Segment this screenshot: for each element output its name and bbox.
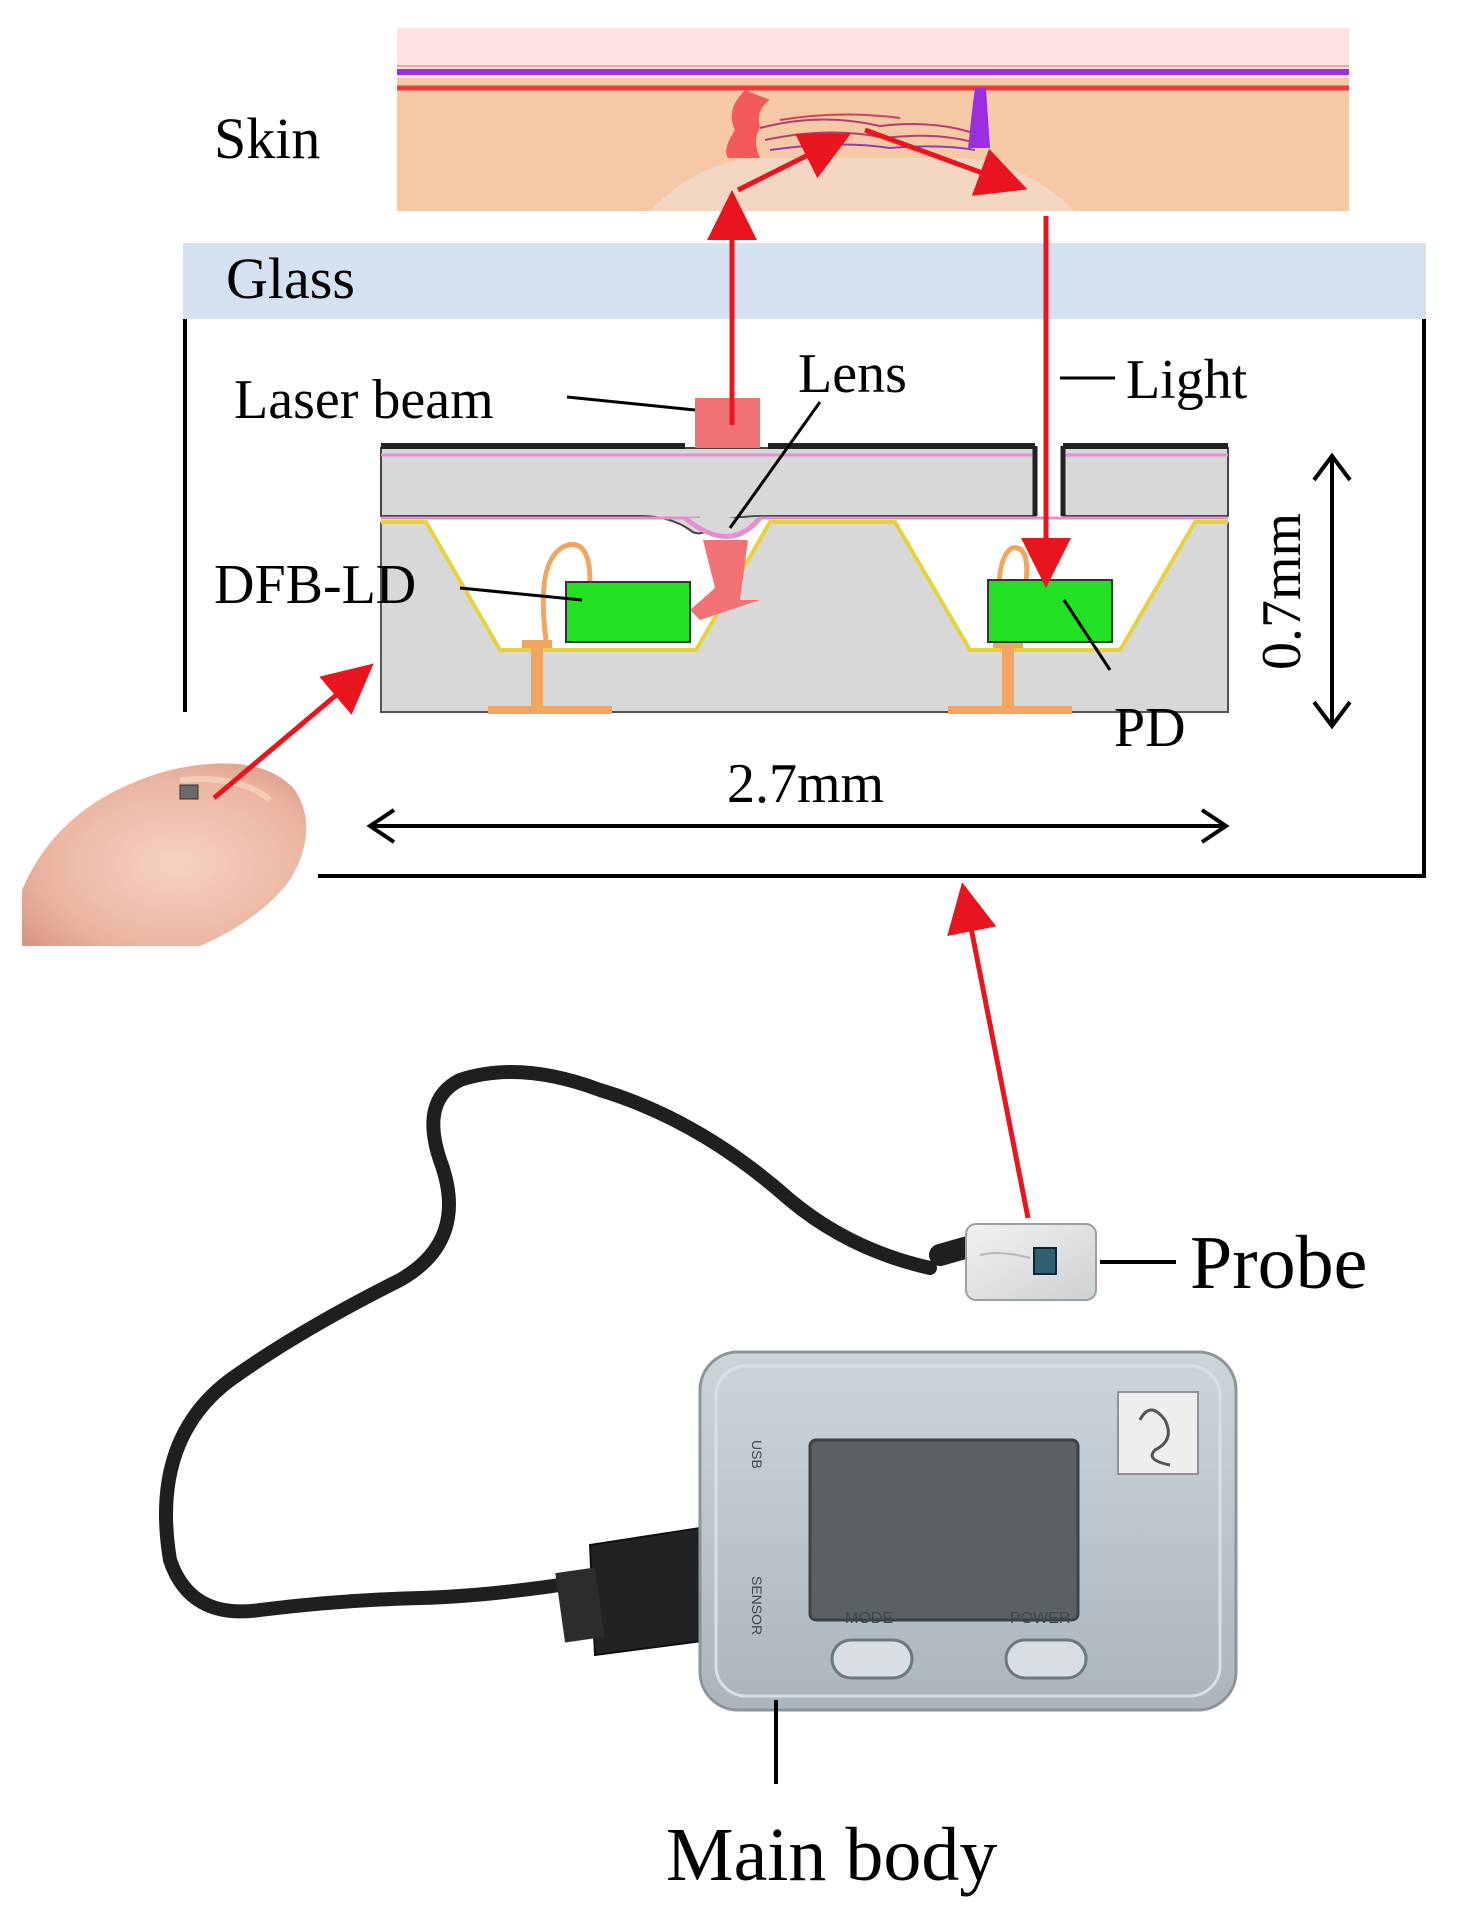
dimension-marks: 0.7mm 2.7mm [366, 452, 1352, 844]
emitted-beam [690, 540, 760, 620]
probe-head [965, 1223, 1097, 1301]
lcd-screen [808, 1438, 1080, 1622]
skin-section: Skin [214, 28, 1349, 211]
main-body-label: Main body [666, 1813, 997, 1897]
mode-button[interactable] [830, 1638, 914, 1680]
probe-window [1033, 1247, 1057, 1275]
pd-label: PD [1114, 697, 1186, 759]
lens-shape [683, 516, 762, 539]
probe-cable [159, 1065, 937, 1619]
usb-plug [588, 1526, 712, 1657]
finger-photo [22, 663, 374, 946]
height-dimension-label: 0.7mm [1251, 513, 1313, 670]
probe-zoom-arrow [947, 882, 1031, 1219]
finger-pointer-arrow [212, 663, 374, 800]
skin-label: Skin [214, 106, 320, 171]
chip-cross-section [380, 398, 1229, 714]
probe-label: Probe [1190, 1221, 1367, 1305]
glass-label: Glass [226, 246, 355, 311]
chip-labels: Laser beam Lens Light DFB-LD PD [214, 343, 1248, 759]
dfb-ld-chip [565, 581, 691, 643]
skin-scatter-arrow-2 [864, 127, 1028, 196]
sensor-chip-on-finger [179, 784, 199, 800]
mode-button-label: MODE [845, 1610, 893, 1627]
device-photo: MODE POWER USB SENSOR Probe Main body [159, 882, 1367, 1897]
width-dimension-label: 2.7mm [727, 753, 884, 815]
lens-label: Lens [798, 343, 907, 405]
light-label: Light [1126, 349, 1248, 411]
sensor-port-label: SENSOR [749, 1576, 765, 1635]
sensor-box: Glass [183, 243, 1426, 878]
dfb-ld-label: DFB-LD [214, 554, 416, 616]
skin-scatter-arrow-1 [736, 133, 851, 193]
power-button[interactable] [1004, 1638, 1088, 1680]
glass-layer [183, 243, 1426, 319]
laser-beam-block [695, 398, 760, 448]
power-button-label: POWER [1010, 1610, 1070, 1627]
laser-beam-label: Laser beam [234, 369, 494, 431]
pd-chip [987, 579, 1113, 643]
optical-path-arrows [707, 127, 1071, 588]
usb-port-label: USB [749, 1440, 765, 1469]
